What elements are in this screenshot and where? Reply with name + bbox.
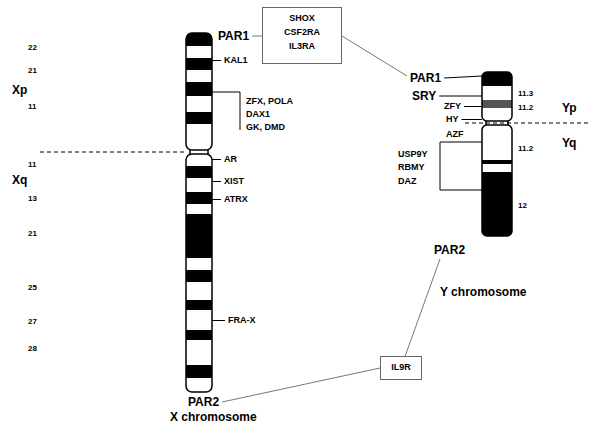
band-number: 11 xyxy=(28,161,36,169)
leader-line xyxy=(439,96,482,97)
leader-line xyxy=(212,181,221,182)
arm-label: Xp xyxy=(12,84,27,96)
gene-label: RBMY xyxy=(398,163,425,172)
band-number: 11.2 xyxy=(518,104,533,112)
band-number: 21 xyxy=(28,230,37,238)
gene-label: ZFX, POLA xyxy=(246,97,293,106)
gene-name: IL9R xyxy=(391,361,411,375)
gene-label: SRY xyxy=(412,90,436,102)
chromosome-caption: X chromosome xyxy=(170,411,257,423)
region-label: PAR1 xyxy=(218,30,249,42)
band-number: 11 xyxy=(28,103,36,111)
gene-name: IL3RA xyxy=(273,40,331,54)
gene-label: XIST xyxy=(224,177,244,186)
chromosome-caption: Y chromosome xyxy=(440,286,526,298)
bracket xyxy=(212,92,482,190)
band-number: 25 xyxy=(28,284,37,292)
par-line xyxy=(342,36,407,76)
gene-label: USP9Y xyxy=(398,150,428,159)
gene-label: DAX1 xyxy=(246,110,270,119)
region-label: PAR2 xyxy=(434,244,465,256)
leader-line xyxy=(212,159,221,160)
leader-line xyxy=(212,320,225,321)
leader-line xyxy=(212,60,221,61)
arm-label: Yp xyxy=(562,102,577,114)
gene-label: HY xyxy=(446,115,459,124)
gene-label: DAZ xyxy=(398,177,417,186)
gene-box: SHOXCSF2RAIL3RA xyxy=(262,7,342,64)
gene-name: CSF2RA xyxy=(273,26,331,40)
gene-label: KAL1 xyxy=(224,56,248,65)
par-line xyxy=(252,36,262,37)
gene-label: ZFY xyxy=(444,102,461,111)
region-label: PAR2 xyxy=(188,396,219,408)
region-label: AZF xyxy=(446,130,464,139)
band-number: 27 xyxy=(28,318,37,326)
band-number: 11.2 xyxy=(518,145,533,153)
band-number: 21 xyxy=(28,67,37,75)
band-number: 11.3 xyxy=(518,90,533,98)
band-number: 12 xyxy=(518,202,527,210)
gene-label: AR xyxy=(224,155,237,164)
par-line xyxy=(222,368,380,402)
leader-line xyxy=(212,199,221,200)
band-number: 13 xyxy=(28,195,37,203)
gene-box: IL9R xyxy=(380,356,422,380)
leader-line xyxy=(462,119,482,120)
band-number: 28 xyxy=(28,345,37,353)
gene-name: SHOX xyxy=(273,12,331,26)
leader-line xyxy=(464,106,482,107)
leader-line xyxy=(444,76,482,78)
arm-label: Xq xyxy=(12,174,27,186)
region-label: PAR1 xyxy=(410,72,441,84)
gene-label: FRA-X xyxy=(228,316,256,325)
band-number: 22 xyxy=(28,44,37,52)
gene-label: GK, DMD xyxy=(246,123,285,132)
arm-label: Yq xyxy=(562,137,576,149)
par-line xyxy=(405,259,440,356)
gene-label: ATRX xyxy=(224,195,248,204)
